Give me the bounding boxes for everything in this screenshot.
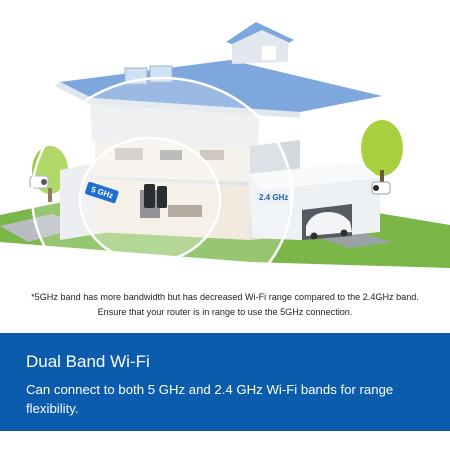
car-icon xyxy=(306,212,352,240)
tree-right-icon xyxy=(361,120,403,186)
camera-right-icon xyxy=(371,181,391,195)
feature-banner: Dual Band Wi-Fi Can connect to both 5 GH… xyxy=(0,333,450,431)
label-24ghz: 2.4 GHz xyxy=(259,193,288,202)
house-illustration: 5 GHz 2.4 GHz xyxy=(0,22,450,285)
wifi-range-24ghz xyxy=(30,76,294,285)
banner-title: Dual Band Wi-Fi xyxy=(26,352,150,371)
label-24ghz-tag: 2.4 GHz xyxy=(255,190,289,203)
label-5ghz-tag: 5 GHz xyxy=(85,181,119,204)
footnote-line-1: *5GHz band has more bandwidth but has de… xyxy=(31,292,419,302)
router-icon xyxy=(144,184,167,208)
footnote-line-2: Ensure that your router is in range to u… xyxy=(97,307,353,317)
banner-description: Can connect to both 5 GHz and 2.4 GHz Wi… xyxy=(26,382,394,416)
footnote: *5GHz band has more bandwidth but has de… xyxy=(0,290,450,320)
